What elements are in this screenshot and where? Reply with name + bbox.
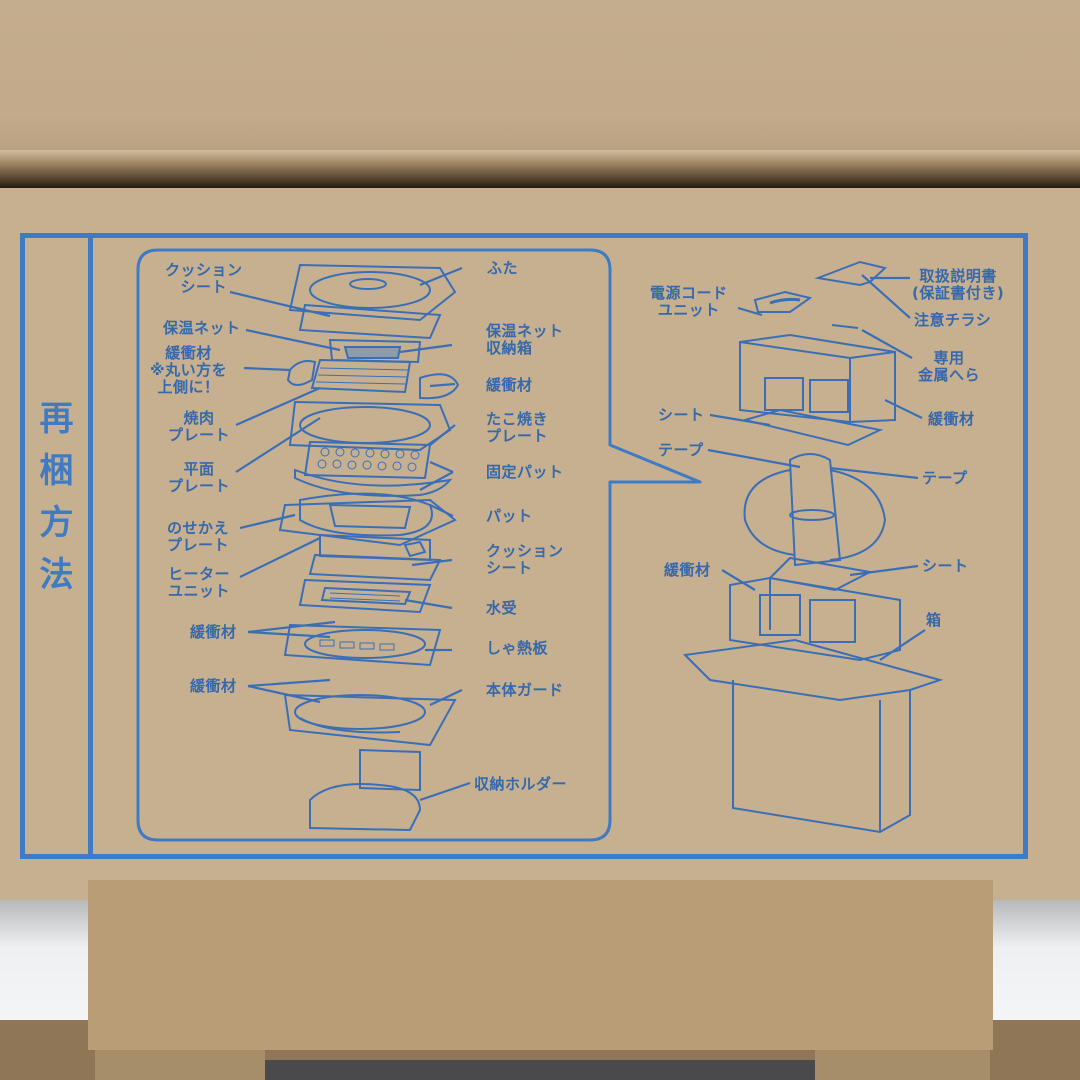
repack-box-drawing bbox=[682, 260, 944, 834]
label-warming-net: 保温ネット bbox=[163, 319, 241, 337]
label-swap-plate: のせかえ プレート bbox=[167, 519, 230, 554]
label-yakiniku-plate: 焼肉 プレート bbox=[168, 409, 231, 444]
label-lid: ふた bbox=[487, 259, 519, 277]
label-pad: パット bbox=[486, 507, 533, 525]
repacking-method-title: 再 梱 方 法 bbox=[25, 400, 88, 594]
label-buffer-right: 緩衝材 bbox=[486, 376, 533, 394]
label-cushion-sheet-top: クッション シート bbox=[165, 261, 243, 296]
left-callout-box bbox=[136, 248, 702, 842]
label-buffer-round-side-up: 緩衝材 ※丸い方を 上側に！ bbox=[150, 344, 228, 396]
label-tape-left: テープ bbox=[658, 441, 704, 459]
label-takoyaki-plate: たこ焼き プレート bbox=[486, 410, 549, 445]
cardboard-fold-shadow bbox=[0, 150, 1080, 190]
title-char: 再 bbox=[39, 399, 74, 439]
label-manual-with-warranty: 取扱説明書 (保証書付き) bbox=[912, 267, 1005, 302]
label-sheet-top: シート bbox=[658, 406, 705, 424]
label-caution-flyer: 注意チラシ bbox=[914, 311, 992, 329]
label-buffer-mid: 緩衝材 bbox=[190, 623, 237, 641]
label-power-cord-unit: 電源コード ユニット bbox=[650, 284, 728, 319]
cardboard-bottom-flap bbox=[88, 880, 993, 1050]
title-char: 方 bbox=[39, 503, 74, 543]
title-char: 梱 bbox=[39, 451, 74, 491]
label-cushion-sheet-mid: クッション シート bbox=[486, 542, 564, 577]
label-buffer-top: 緩衝材 bbox=[928, 410, 975, 428]
label-heater-unit: ヒーター ユニット bbox=[168, 565, 231, 600]
exploded-parts-drawing bbox=[278, 263, 460, 832]
label-body-guard: 本体ガード bbox=[486, 681, 564, 699]
instruction-frame bbox=[20, 233, 1028, 859]
foam-packing-right bbox=[990, 900, 1080, 1020]
foam-packing-left bbox=[0, 900, 88, 1020]
label-buffer-bottom: 緩衝材 bbox=[664, 561, 711, 579]
label-buffer-low: 緩衝材 bbox=[190, 677, 237, 695]
bottom-gap bbox=[265, 1060, 815, 1080]
label-sheet-bottom: シート bbox=[922, 557, 969, 575]
label-metal-spatula: 専用 金属へら bbox=[918, 349, 981, 384]
title-column-divider bbox=[88, 233, 93, 859]
label-water-tray: 水受 bbox=[486, 599, 518, 617]
leader-lines-right bbox=[707, 274, 926, 661]
label-net-storage-box: 保温ネット 収納箱 bbox=[486, 322, 564, 357]
label-storage-holder: 収納ホルダー bbox=[474, 775, 568, 793]
label-heat-shield: しゃ熱板 bbox=[486, 639, 549, 657]
leader-lines-left bbox=[229, 266, 471, 802]
label-flat-plate: 平面 プレート bbox=[168, 460, 231, 495]
label-box: 箱 bbox=[926, 611, 942, 629]
title-char: 法 bbox=[39, 555, 74, 595]
label-fixing-pad: 固定パット bbox=[486, 463, 564, 481]
label-tape-right: テープ bbox=[922, 469, 968, 487]
